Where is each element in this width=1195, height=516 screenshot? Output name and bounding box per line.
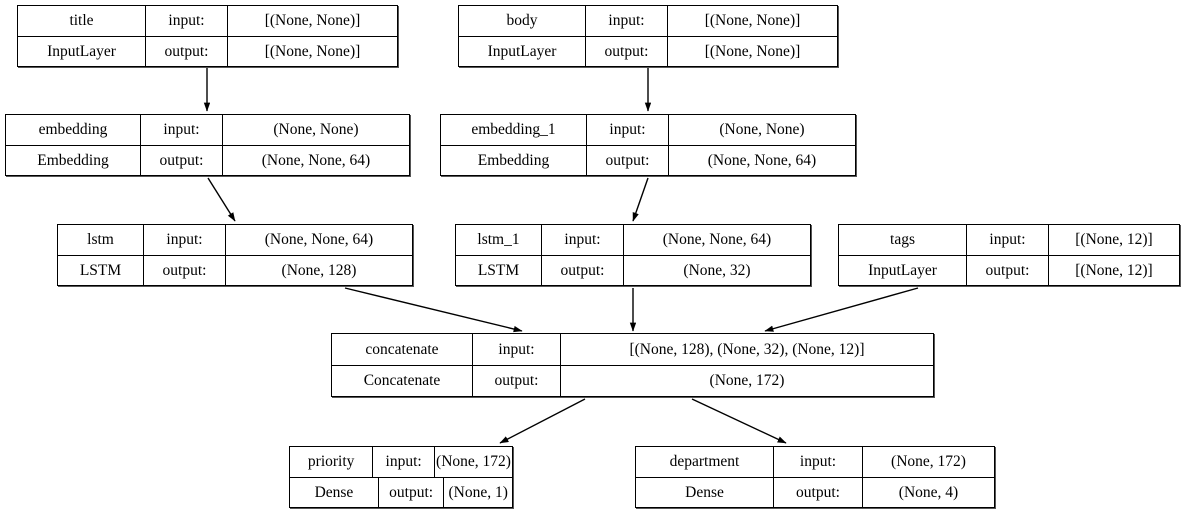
node-lstm[interactable]: lstm input: (None, None, 64) LSTM output… — [57, 224, 413, 286]
node-priority[interactable]: priority input: (None, 172) Dense output… — [289, 446, 513, 508]
node-department-output-label: output: — [774, 477, 863, 507]
node-title-input-shape: [(None, None)] — [264, 12, 361, 29]
node-title[interactable]: title input: [(None, None)] InputLayer o… — [17, 5, 398, 67]
edge-embedding-lstm — [207, 177, 236, 222]
node-department-layer-class: Dense — [636, 477, 774, 507]
node-title-output-shape: [(None, None)] — [264, 42, 361, 60]
edge-concatenate-department — [691, 398, 787, 444]
edge-tags-concatenate — [764, 287, 919, 332]
node-concatenate-input-label: input: — [473, 334, 561, 365]
node-lstm-1-layer-class: LSTM — [456, 255, 542, 285]
node-tags[interactable]: tags input: [(None, 12)] InputLayer outp… — [838, 224, 1180, 286]
node-lstm-1-layer-name: lstm_1 — [456, 225, 542, 255]
node-body[interactable]: body input: [(None, None)] InputLayer ou… — [458, 5, 838, 67]
node-embedding-input-label: input: — [141, 115, 223, 145]
node-department-input-shape: (None, 172) — [891, 453, 966, 470]
node-embedding-output-label: output: — [141, 145, 223, 175]
node-body-input-label: input: — [586, 6, 668, 36]
node-lstm-input-shape: (None, None, 64) — [264, 231, 374, 248]
node-priority-layer-class: Dense — [290, 477, 379, 507]
node-body-layer-name: body — [459, 6, 586, 36]
node-title-layer-name: title — [18, 6, 146, 36]
node-embedding-1-output-shape: (None, None, 64) — [707, 151, 817, 169]
node-lstm-layer-name: lstm — [58, 225, 144, 255]
node-lstm-output-label: output: — [144, 255, 226, 285]
node-embedding-layer-name: embedding — [6, 115, 141, 145]
node-lstm-1-output-shape: (None, 32) — [683, 261, 751, 279]
node-department-input-label: input: — [774, 447, 863, 477]
node-body-output-label: output: — [586, 36, 668, 66]
node-title-layer-class: InputLayer — [18, 36, 146, 66]
node-lstm-1-input-shape: (None, None, 64) — [662, 231, 772, 248]
node-body-output-shape: [(None, None)] — [704, 42, 801, 60]
node-lstm-1[interactable]: lstm_1 input: (None, None, 64) LSTM outp… — [455, 224, 811, 286]
node-concatenate-input-shape: [(None, 128), (None, 32), (None, 12)] — [629, 340, 865, 358]
node-department[interactable]: department input: (None, 172) Dense outp… — [635, 446, 995, 508]
node-tags-output-shape: [(None, 12)] — [1075, 261, 1153, 279]
node-embedding-input-shape: (None, None) — [273, 121, 359, 138]
edge-embedding-1-lstm-1 — [632, 177, 649, 222]
node-title-output-label: output: — [146, 36, 228, 66]
node-lstm-output-shape: (None, 128) — [281, 261, 357, 279]
node-lstm-input-label: input: — [144, 225, 226, 255]
edge-concatenate-priority — [499, 398, 586, 444]
node-tags-input-shape: [(None, 12)] — [1075, 231, 1153, 248]
node-lstm-layer-class: LSTM — [58, 255, 144, 285]
node-embedding-1-layer-class: Embedding — [441, 145, 587, 175]
node-department-output-shape: (None, 4) — [898, 483, 959, 501]
node-priority-output-label: output: — [379, 477, 445, 507]
node-department-layer-name: department — [636, 447, 774, 477]
node-concatenate-output-label: output: — [473, 365, 561, 396]
node-priority-input-shape: (None, 172) — [436, 453, 511, 470]
node-concatenate-layer-class: Concatenate — [332, 365, 473, 396]
node-embedding-output-shape: (None, None, 64) — [261, 151, 371, 169]
node-tags-layer-class: InputLayer — [839, 255, 967, 285]
node-priority-output-shape: (None, 1) — [448, 483, 508, 501]
node-tags-output-label: output: — [967, 255, 1049, 285]
node-embedding-layer-class: Embedding — [6, 145, 141, 175]
node-embedding-1-input-label: input: — [587, 115, 669, 145]
node-priority-input-label: input: — [373, 447, 435, 477]
node-embedding-1-output-label: output: — [587, 145, 669, 175]
node-embedding[interactable]: embedding input: (None, None) Embedding … — [5, 114, 410, 176]
node-embedding-1-layer-name: embedding_1 — [441, 115, 587, 145]
node-embedding-1-input-shape: (None, None) — [719, 121, 805, 138]
node-priority-layer-name: priority — [290, 447, 374, 477]
edge-lstm-concatenate — [344, 287, 523, 333]
node-lstm-1-output-label: output: — [542, 255, 624, 285]
node-body-layer-class: InputLayer — [459, 36, 586, 66]
node-tags-layer-name: tags — [839, 225, 967, 255]
node-body-input-shape: [(None, None)] — [704, 12, 801, 29]
node-embedding-1[interactable]: embedding_1 input: (None, None) Embeddin… — [440, 114, 856, 176]
node-concatenate-output-shape: (None, 172) — [709, 372, 785, 389]
node-tags-input-label: input: — [967, 225, 1049, 255]
node-concatenate[interactable]: concatenate input: [(None, 128), (None, … — [331, 333, 934, 397]
node-title-input-label: input: — [146, 6, 228, 36]
node-lstm-1-input-label: input: — [542, 225, 624, 255]
node-concatenate-layer-name: concatenate — [332, 334, 473, 365]
